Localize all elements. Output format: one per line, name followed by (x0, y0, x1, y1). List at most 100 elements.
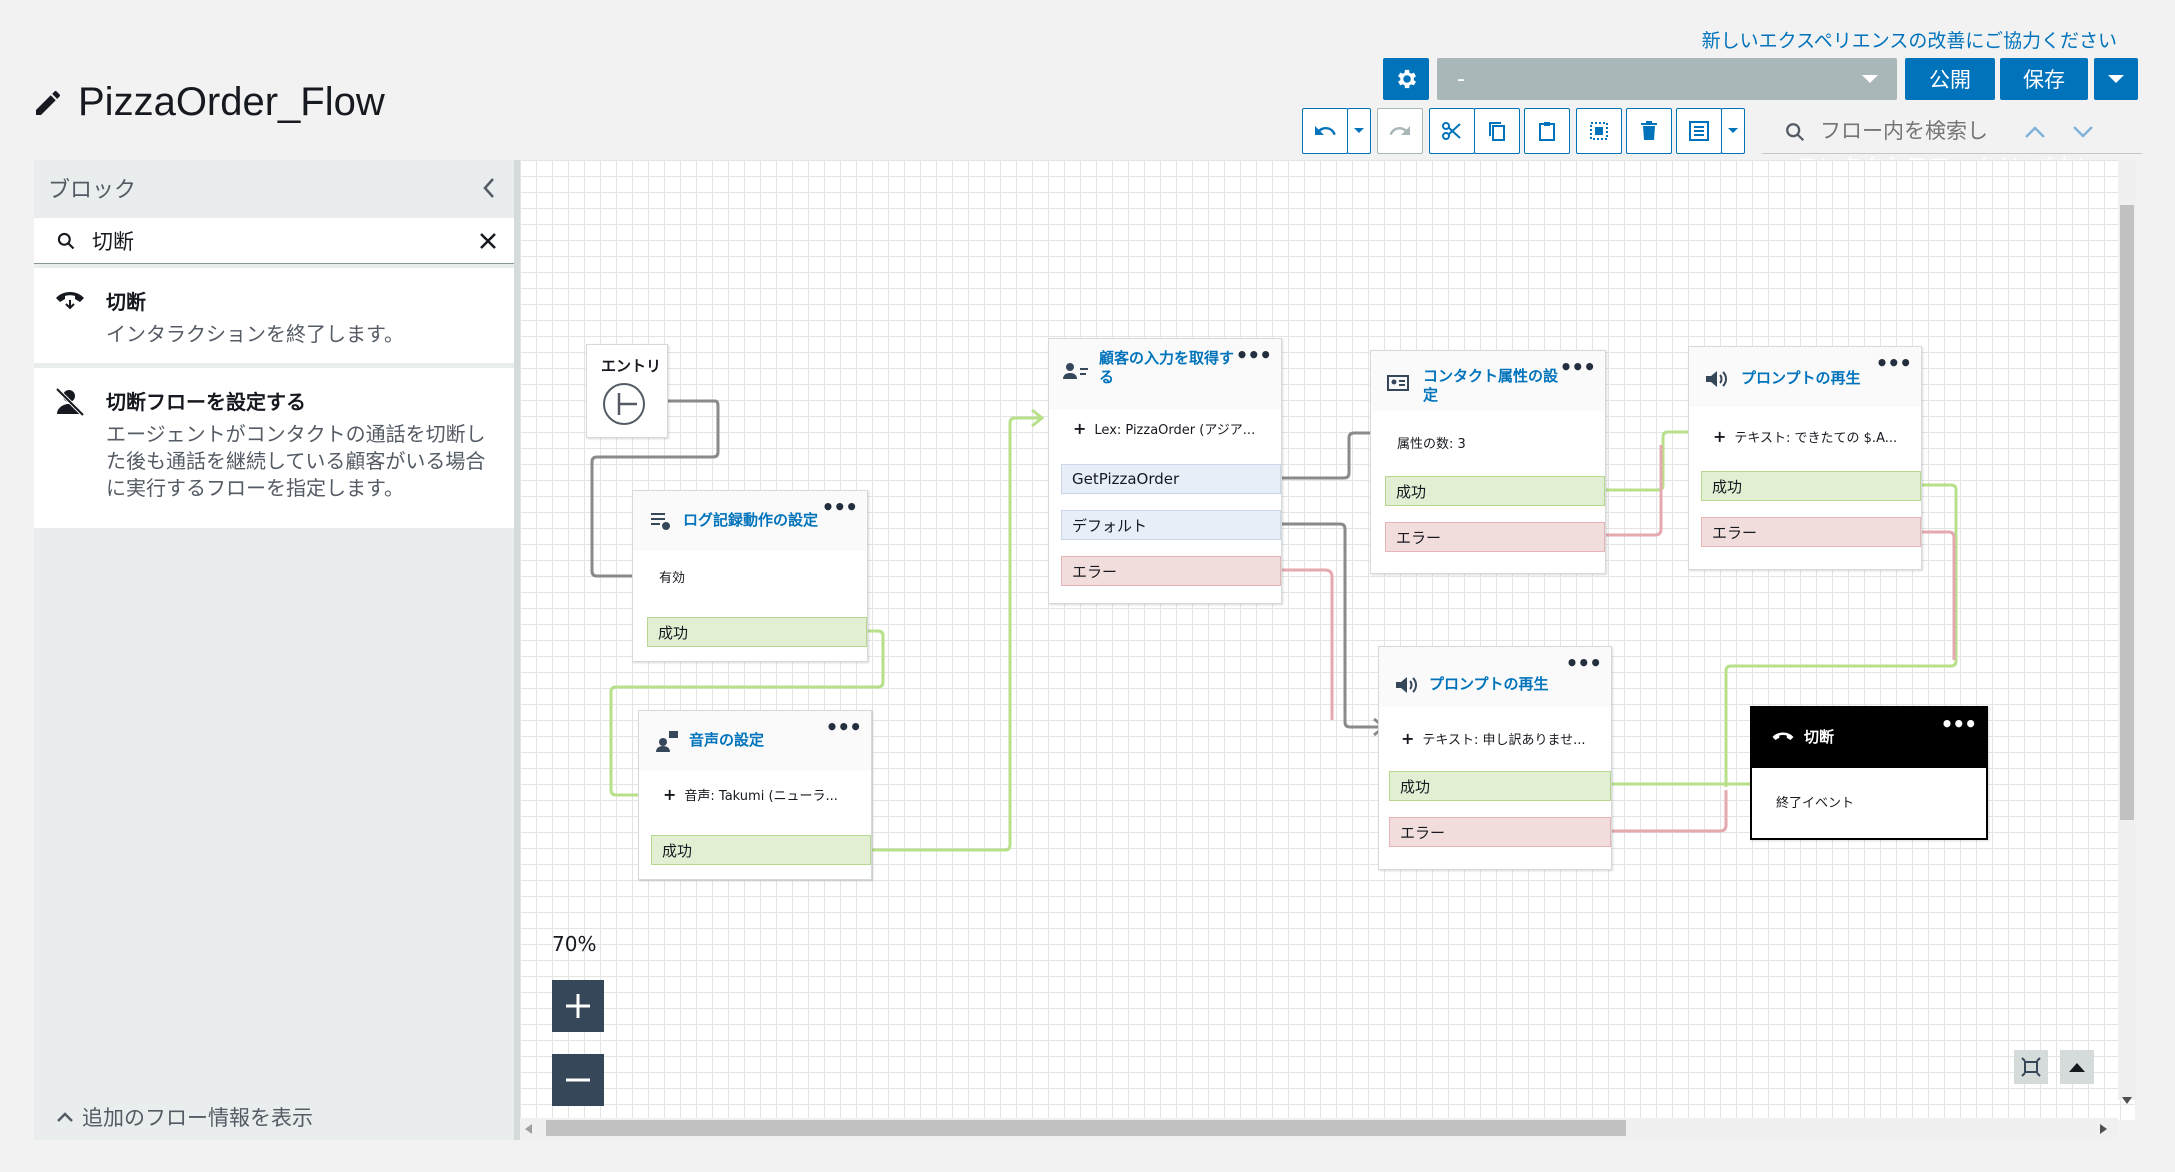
sidebar-divider[interactable] (514, 160, 520, 1140)
fit-to-screen-button[interactable] (2014, 1050, 2048, 1084)
flow-search[interactable] (1762, 110, 2142, 154)
flow-title-area: PizzaOrder_Flow (32, 80, 385, 125)
branch-error[interactable]: エラー (1061, 556, 1281, 586)
layout-button[interactable] (1676, 108, 1722, 154)
branch-success[interactable]: 成功 (1385, 476, 1605, 506)
wire-default (1279, 522, 1382, 729)
more-icon[interactable]: ••• (821, 495, 858, 519)
flow-search-input[interactable] (1818, 118, 2002, 145)
scroll-down-arrow[interactable] (2120, 1094, 2134, 1108)
caret-down-icon (1354, 128, 1364, 133)
block-item-set-disconnect-flow[interactable]: 切断フローを設定する エージェントがコンタクトの通話を切断した後も通話を継続して… (34, 368, 514, 528)
branch-success[interactable]: 成功 (1701, 471, 1921, 501)
user-input-icon (1063, 363, 1088, 379)
more-icon[interactable]: ••• (1940, 712, 1977, 736)
wire-input-err (1279, 568, 1334, 720)
chevron-down-icon (1862, 75, 1878, 83)
zoom-in-button[interactable] (552, 980, 604, 1032)
settings-button[interactable] (1383, 58, 1429, 100)
flow-canvas[interactable]: エントリ ログ記録動作の設定 ••• 有効 成功 音声の設定 ••• +音声: … (520, 160, 2135, 1120)
branch-intent[interactable]: GetPizzaOrder (1061, 464, 1281, 494)
wire-attrs-err (1603, 445, 1663, 537)
chevron-down-icon[interactable] (2072, 125, 2094, 139)
undo-menu-button[interactable] (1347, 108, 1371, 154)
block-item-title: 切断フローを設定する (106, 390, 306, 414)
block-voice[interactable]: 音声の設定 ••• +音声: Takumi (ニューラ... 成功 (638, 710, 872, 880)
plus-icon (566, 994, 590, 1018)
branch-default[interactable]: デフォルト (1061, 510, 1281, 540)
vertical-scroll-thumb[interactable] (2120, 205, 2134, 820)
undo-button[interactable] (1302, 108, 1348, 154)
more-icon[interactable]: ••• (1559, 355, 1596, 379)
fit-screen-icon (2021, 1057, 2041, 1077)
block-item-disconnect[interactable]: 切断 インタラクションを終了します。 (34, 268, 514, 364)
chevron-left-icon[interactable] (482, 177, 496, 199)
redo-button[interactable] (1377, 108, 1423, 154)
close-icon[interactable] (478, 231, 498, 251)
wire-entry (590, 399, 720, 578)
zoom-level: 70% (552, 932, 597, 956)
block-title: 切断 (1804, 728, 1835, 746)
zoom-out-button[interactable] (552, 1054, 604, 1106)
block-subtitle: +テキスト: 申し訳ありませ... (1401, 729, 1586, 748)
show-more-flow-info[interactable]: 追加のフロー情報を表示 (56, 1102, 313, 1132)
gear-icon (1398, 69, 1416, 89)
block-item-desc: エージェントがコンタクトの通話を切断した後も通話を継続している顧客がいる場合に実… (106, 422, 486, 500)
document-icon (1689, 121, 1709, 141)
triangle-up-icon (2069, 1063, 2085, 1072)
search-icon (57, 232, 75, 249)
chevron-up-icon[interactable] (2024, 125, 2046, 139)
select-all-button[interactable] (1576, 108, 1622, 154)
block-search[interactable] (34, 218, 514, 264)
version-select[interactable]: - (1437, 58, 1897, 100)
scroll-top-button[interactable] (2060, 1050, 2094, 1084)
publish-button[interactable]: 公開 (1905, 58, 1995, 100)
block-play-prompt-2[interactable]: プロンプトの再生 ••• +テキスト: 申し訳ありませ... 成功 エラー (1378, 646, 1612, 870)
block-title: プロンプトの再生 (1429, 675, 1549, 693)
block-item-desc: インタラクションを終了します。 (106, 322, 404, 346)
hang-up-icon (1772, 732, 1794, 740)
wire-prompt2-err (1605, 790, 1728, 833)
save-button[interactable]: 保存 (2000, 58, 2088, 100)
logging-icon (651, 513, 670, 530)
block-title: プロンプトの再生 (1741, 369, 1861, 387)
paste-button[interactable] (1524, 108, 1570, 154)
block-get-input[interactable]: 顧客の入力を取得する ••• +Lex: PizzaOrder (アジア... … (1048, 338, 1282, 604)
contact-card-icon (1387, 375, 1409, 391)
wire-prompt1-err (1918, 530, 1956, 660)
sidebar-header: ブロック (34, 160, 514, 216)
sidebar-title: ブロック (48, 178, 137, 203)
scroll-right-arrow[interactable] (2100, 1122, 2112, 1136)
block-play-prompt-1[interactable]: プロンプトの再生 ••• +テキスト: できたての $.A... 成功 エラー (1688, 346, 1922, 570)
branch-success[interactable]: 成功 (647, 617, 867, 647)
copy-button[interactable] (1474, 108, 1520, 154)
branch-error[interactable]: エラー (1385, 522, 1605, 552)
delete-button[interactable] (1626, 108, 1672, 154)
layout-menu-button[interactable] (1721, 108, 1745, 154)
triangle-down-icon (2122, 1097, 2132, 1104)
more-icon[interactable]: ••• (1875, 351, 1912, 375)
save-options-button[interactable] (2094, 58, 2138, 100)
more-icon[interactable]: ••• (1565, 651, 1602, 675)
branch-error[interactable]: エラー (1389, 817, 1611, 847)
block-subtitle: +音声: Takumi (ニューラ... (663, 785, 838, 804)
feedback-link[interactable]: 新しいエクスペリエンスの改善にご協力ください (1701, 30, 2117, 52)
entry-label: エントリ (601, 357, 662, 375)
branch-success[interactable]: 成功 (651, 835, 871, 865)
more-icon[interactable]: ••• (825, 715, 862, 739)
block-search-input[interactable] (90, 227, 464, 254)
block-subtitle: +Lex: PizzaOrder (アジア... (1073, 419, 1256, 438)
branch-error[interactable]: エラー (1701, 517, 1921, 547)
branch-success[interactable]: 成功 (1389, 771, 1611, 801)
block-set-attributes[interactable]: コンタクト属性の設定 ••• 属性の数: 3 成功 エラー (1370, 350, 1606, 574)
more-icon[interactable]: ••• (1235, 343, 1272, 367)
block-subtitle: 終了イベント (1776, 796, 1855, 811)
cut-button[interactable] (1429, 108, 1475, 154)
pencil-icon[interactable] (32, 87, 64, 119)
voice-icon (656, 731, 678, 752)
horizontal-scroll-thumb[interactable] (546, 1120, 1626, 1136)
block-disconnect[interactable]: 切断 ••• 終了イベント (1750, 706, 1988, 840)
block-logging[interactable]: ログ記録動作の設定 ••• 有効 成功 (632, 490, 868, 662)
entry-block[interactable]: エントリ (586, 344, 668, 438)
scroll-left-arrow[interactable] (524, 1122, 536, 1136)
